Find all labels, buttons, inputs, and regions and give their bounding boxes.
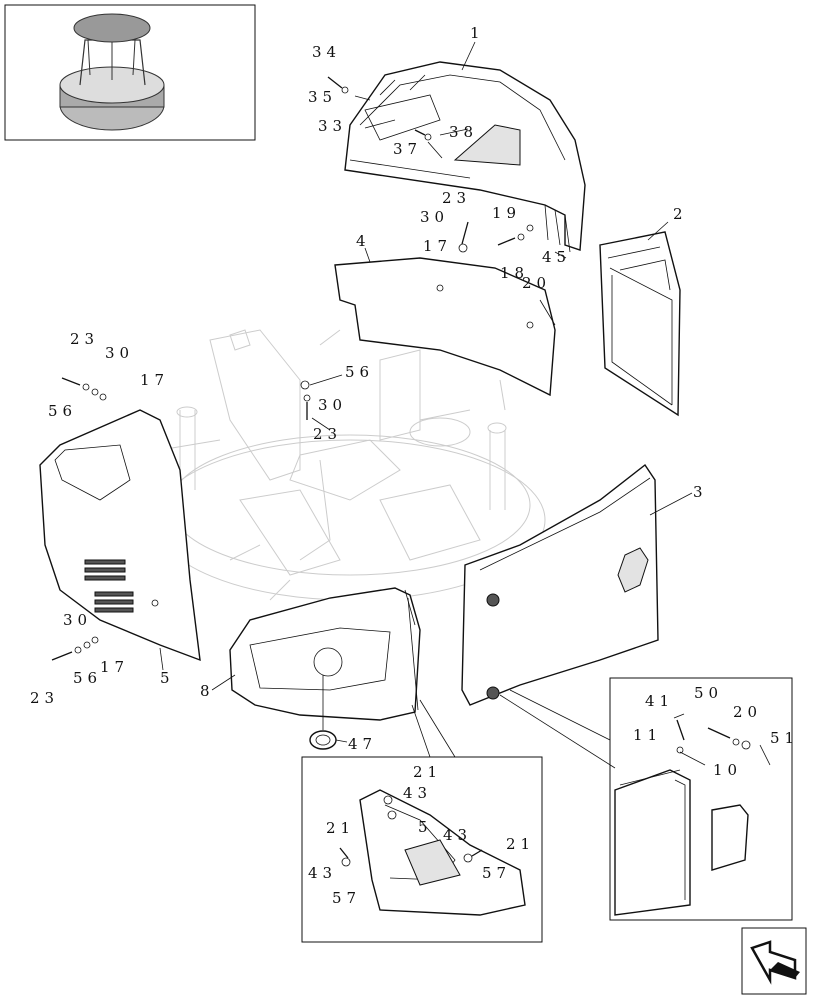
callout-50: 50 <box>694 684 723 702</box>
callout-21-inset-left: 21 <box>326 819 355 837</box>
side-cover-part-5 <box>39 409 201 662</box>
callout-30-mid: 30 <box>318 396 347 414</box>
callout-47: 47 <box>348 735 377 753</box>
navigation-arrow-icon[interactable] <box>741 927 807 995</box>
callout-43-inset-top: 43 <box>403 784 432 802</box>
callout-19: 19 <box>492 204 521 222</box>
callout-8: 8 <box>200 682 215 700</box>
detail-inset-1 <box>301 756 543 943</box>
callout-30-top: 30 <box>420 208 449 226</box>
callout-41: 41 <box>645 692 674 710</box>
detail-inset-2 <box>609 677 793 921</box>
callout-17-left: 17 <box>140 371 169 389</box>
door-part-3 <box>461 463 659 706</box>
callout-57-inset-right: 57 <box>482 864 511 882</box>
callout-51: 51 <box>770 729 799 747</box>
side-cover-part-8 <box>229 587 421 721</box>
hood-part-1 <box>344 61 586 253</box>
callout-45: 45 <box>542 248 571 266</box>
callout-4: 4 <box>356 232 371 250</box>
callout-11: 11 <box>633 726 662 744</box>
callout-10: 10 <box>713 761 742 779</box>
fasteners <box>51 76 534 661</box>
callout-20-top: 20 <box>522 274 551 292</box>
callout-20-right: 20 <box>733 703 762 721</box>
callout-21-inset-top: 21 <box>413 763 442 781</box>
callout-56-left: 56 <box>48 402 77 420</box>
callout-30-left: 30 <box>105 344 134 362</box>
callout-57-inset-left: 57 <box>332 889 361 907</box>
callout-5: 5 <box>160 669 175 687</box>
callout-43-inset-right: 43 <box>443 826 472 844</box>
callout-5-inset: 5 <box>418 818 433 836</box>
callout-3: 3 <box>693 483 708 501</box>
callout-17-top: 17 <box>423 237 452 255</box>
callout-18: 18 <box>500 264 529 282</box>
thumbnail-overview <box>4 4 256 141</box>
callout-1: 1 <box>470 24 485 42</box>
callout-30-bottom: 30 <box>63 611 92 629</box>
callout-33: 33 <box>318 117 347 135</box>
callout-34: 34 <box>312 43 341 61</box>
callout-labels: 1 2 3 4 5 8 34 35 33 38 37 23 30 17 19 1… <box>30 24 799 907</box>
callout-23-mid: 23 <box>313 425 342 443</box>
leader-lines <box>159 41 771 769</box>
callout-23-top: 23 <box>442 189 471 207</box>
grommet-part-47 <box>309 675 337 750</box>
callout-37: 37 <box>393 140 422 158</box>
callout-17-bottom: 17 <box>100 658 129 676</box>
callout-56-bottom: 56 <box>73 669 102 687</box>
panel-part-2 <box>599 231 681 417</box>
vent-grille <box>84 559 134 613</box>
callout-43-inset-left: 43 <box>308 864 337 882</box>
callout-56-mid: 56 <box>345 363 374 381</box>
callout-23-left: 23 <box>70 330 99 348</box>
callout-2: 2 <box>673 205 688 223</box>
callout-21-inset-right: 21 <box>506 835 535 853</box>
callout-23-bottom: 23 <box>30 689 59 707</box>
callout-38: 38 <box>449 123 478 141</box>
plate-part-4 <box>334 257 556 397</box>
callout-35: 35 <box>308 88 337 106</box>
